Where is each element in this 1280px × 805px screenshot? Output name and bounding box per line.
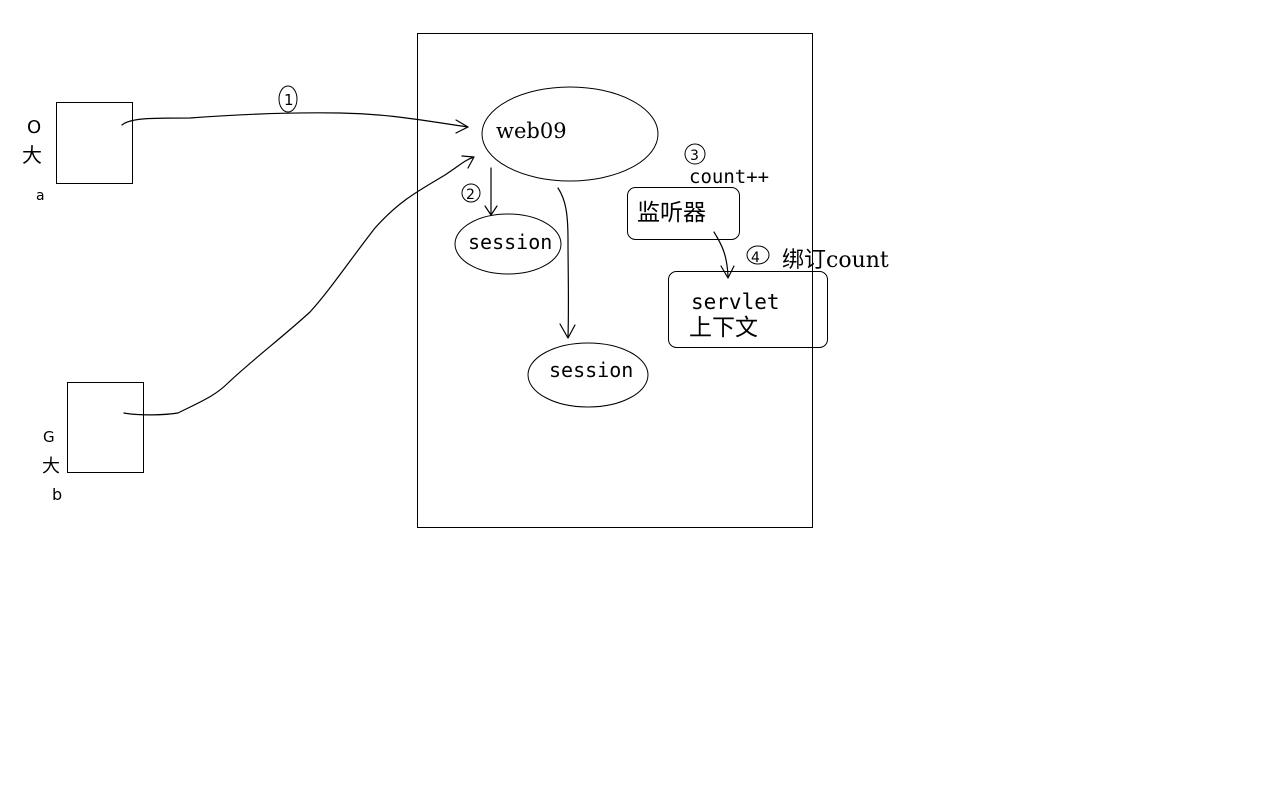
session-1-node: session (454, 213, 562, 275)
step-3-label: 3 (690, 148, 699, 164)
session-2-node: session (527, 342, 649, 408)
bind-count-annotation: 绑订count (782, 248, 889, 273)
client-a: O 大 a (22, 102, 133, 204)
client-b: G 大 b (42, 382, 144, 504)
client-a-box (56, 102, 133, 184)
session-1-label: session (468, 230, 552, 254)
client-a-glyph-1: O (27, 117, 41, 138)
client-a-glyph-3: a (36, 188, 45, 204)
step-4-marker: 4 (746, 245, 770, 266)
arrow-listener-to-servlet-context-head (720, 265, 735, 279)
listener-label: 监听器 (637, 200, 706, 226)
arrow-a-to-web09-head (455, 119, 469, 134)
client-a-glyph-2: 大 (22, 143, 42, 167)
servlet-context-label-1: servlet (691, 290, 780, 314)
server-container (417, 33, 813, 528)
servlet-context-node: servlet 上下文 (668, 271, 828, 348)
arrow-web09-to-session2-head (559, 323, 576, 339)
web09-node: web09 (481, 86, 659, 182)
step-1-label: 1 (284, 91, 294, 109)
servlet-context-label-2: 上下文 (689, 315, 758, 341)
step-4-label: 4 (751, 250, 760, 266)
arrow-web09-to-session2 (557, 187, 570, 339)
count-increment-annotation: count++ (689, 166, 769, 188)
arrow-b-to-web09-head (461, 155, 475, 169)
arrow-a-to-web09 (121, 112, 469, 128)
step-1-marker: 1 (278, 85, 298, 113)
client-b-box (67, 382, 144, 473)
web09-label: web09 (496, 119, 567, 143)
client-b-glyph-2: 大 (42, 456, 60, 477)
listener-node: 监听器 (627, 187, 740, 240)
step-2-marker: 2 (461, 183, 481, 203)
step-2-label: 2 (466, 187, 475, 203)
arrow-b-to-web09 (123, 156, 475, 416)
session-2-label: session (549, 358, 633, 382)
step-3-marker: 3 (684, 143, 706, 165)
client-b-glyph-1: G (43, 428, 55, 446)
client-b-glyph-3: b (52, 485, 62, 504)
arrow-listener-to-servlet-context (713, 231, 729, 277)
